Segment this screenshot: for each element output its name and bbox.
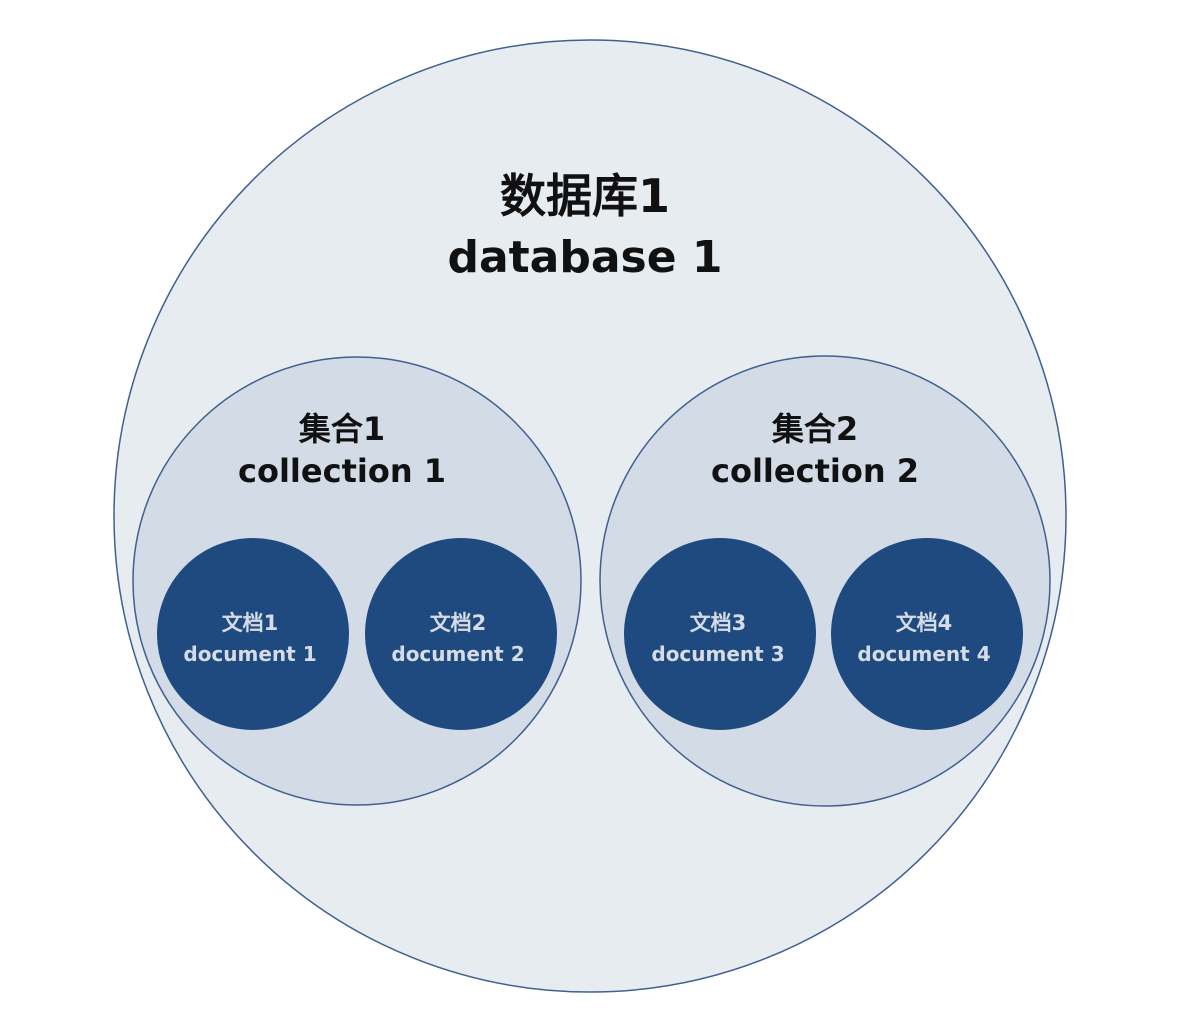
collection-title-en: collection 1: [238, 452, 446, 490]
database-title-cn: 数据库1: [500, 169, 670, 223]
collection-title-cn: 集合2: [771, 410, 858, 448]
document-4: 文档4 document 4: [831, 538, 1023, 730]
database-title-en: database 1: [447, 232, 722, 283]
collection-2: 集合2 collection 2 文档3 document 3 文档4 docu…: [599, 355, 1051, 807]
collection-title-en: collection 2: [711, 452, 919, 490]
document-title-cn: 文档4: [896, 611, 953, 635]
document-circle: [157, 538, 349, 730]
document-title-en: document 1: [183, 642, 316, 666]
document-circle: [831, 538, 1023, 730]
collection-title-cn: 集合1: [298, 410, 385, 448]
document-2: 文档2 document 2: [365, 538, 557, 730]
collection-1: 集合1 collection 1 文档1 document 1 文档2 docu…: [132, 356, 582, 806]
document-title-en: document 3: [651, 642, 784, 666]
document-3: 文档3 document 3: [624, 538, 816, 730]
document-title-cn: 文档2: [430, 611, 487, 635]
document-title-cn: 文档3: [690, 611, 747, 635]
document-title-cn: 文档1: [222, 611, 279, 635]
document-circle: [365, 538, 557, 730]
document-title-en: document 2: [391, 642, 524, 666]
document-title-en: document 4: [857, 642, 990, 666]
document-circle: [624, 538, 816, 730]
document-1: 文档1 document 1: [157, 538, 349, 730]
